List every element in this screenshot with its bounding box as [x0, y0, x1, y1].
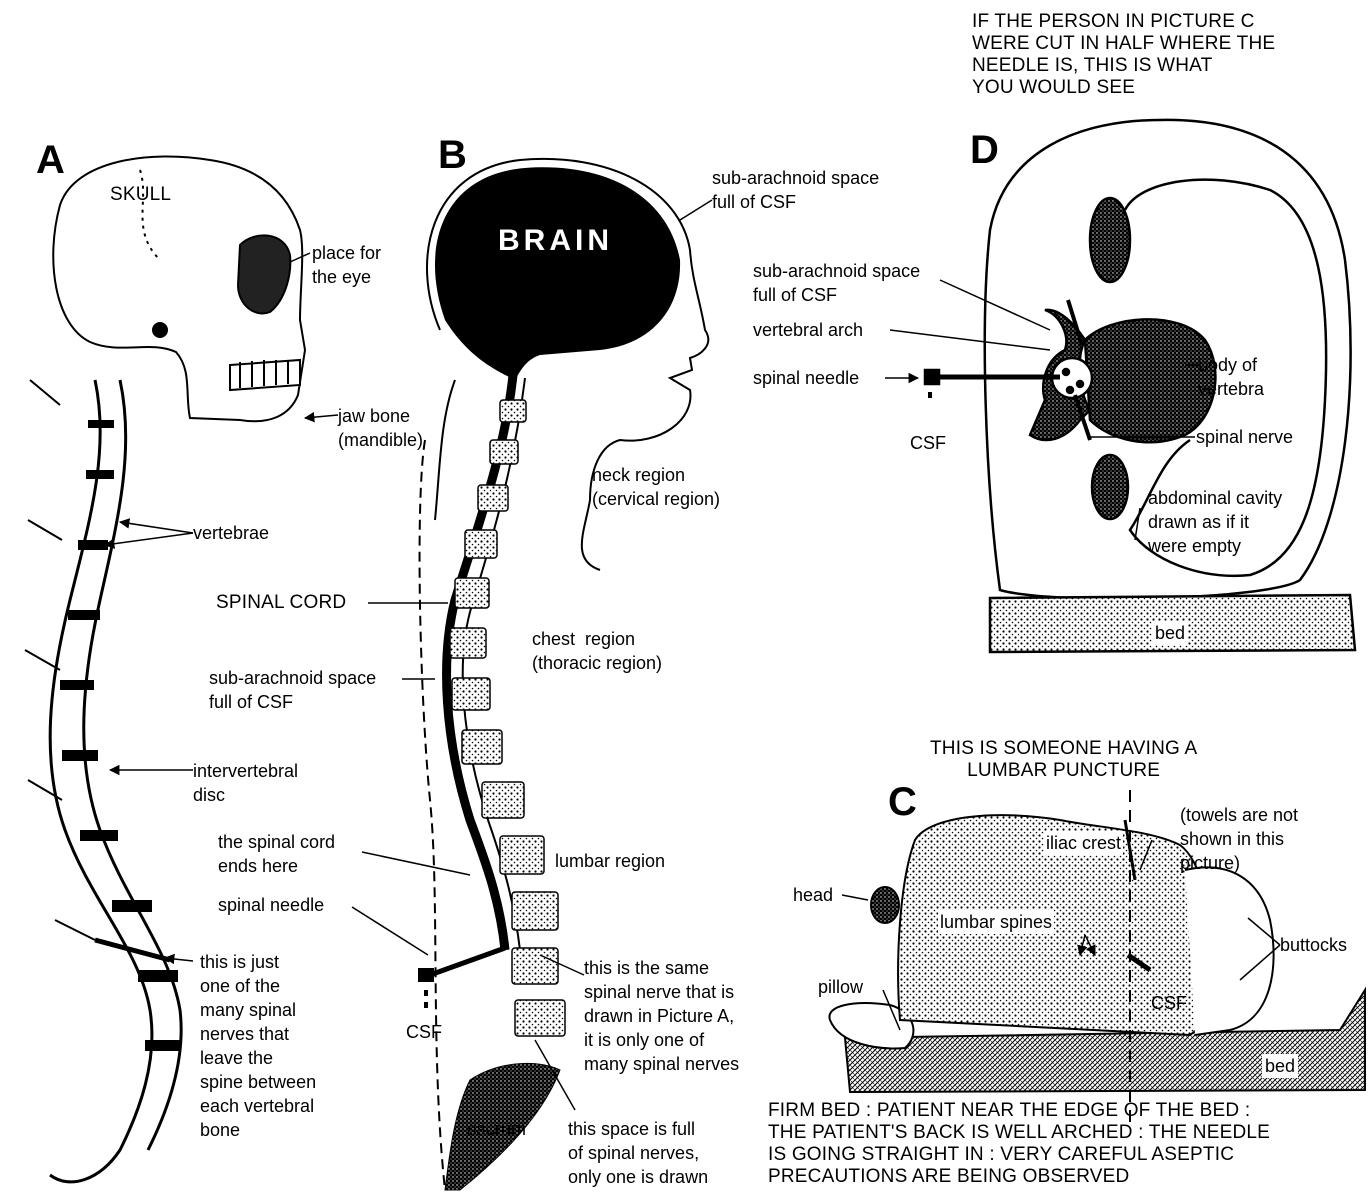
- kidney-lower: [1092, 455, 1128, 519]
- head-c: [871, 887, 899, 923]
- sacrum-label: sacrum: [467, 1117, 526, 1141]
- iliac-label: iliac crest: [1044, 831, 1123, 855]
- csf-label-d: CSF: [910, 431, 946, 455]
- chest-label: chest region (thoracic region): [532, 627, 662, 675]
- spines-label: lumbar spines: [938, 910, 1054, 934]
- panel-d-cross-section: [925, 120, 1355, 652]
- needle-label-d: spinal needle: [753, 366, 859, 390]
- disc-label: intervertebral disc: [193, 759, 298, 807]
- bed-label-d: bed: [1152, 621, 1188, 645]
- body-label: body of vertebra: [1198, 353, 1264, 401]
- pillow-label: pillow: [818, 975, 863, 999]
- arch-label: vertebral arch: [753, 318, 863, 342]
- skull-label: SKULL: [110, 184, 171, 206]
- cord-ends-label: the spinal cord ends here: [218, 830, 335, 878]
- cavity-label: abdominal cavity drawn as if it were emp…: [1148, 486, 1282, 558]
- panel-letter-d: D: [970, 130, 999, 170]
- same-nerve-label: this is the same spinal nerve that is dr…: [584, 956, 739, 1076]
- buttocks-outline: [1185, 867, 1274, 1035]
- panel-d-caption: IF THE PERSON IN PICTURE C WERE CUT IN H…: [972, 11, 1275, 99]
- panel-letter-b: B: [438, 135, 467, 175]
- brain-mass: [435, 167, 680, 380]
- panel-a-skeleton: [53, 156, 305, 421]
- nerve-note-label: this is just one of the many spinal nerv…: [200, 950, 316, 1142]
- spinal-cord-label: SPINAL CORD: [216, 592, 346, 614]
- nerve-label-d: spinal nerve: [1196, 425, 1293, 449]
- kidney-upper: [1090, 198, 1130, 282]
- csf-label-b: CSF: [406, 1020, 442, 1044]
- vertebrae-label: vertebrae: [193, 521, 269, 545]
- brain-label: BRAIN: [498, 224, 613, 258]
- panel-letter-a: A: [36, 140, 65, 180]
- neck-label: neck region (cervical region): [592, 463, 720, 511]
- bed-label-c: bed: [1262, 1054, 1298, 1078]
- csf-label-c: CSF: [1151, 991, 1187, 1015]
- panel-c-title: THIS IS SOMEONE HAVING A LUMBAR PUNCTURE: [930, 738, 1197, 782]
- space-note-label: this space is full of spinal nerves, onl…: [568, 1117, 708, 1189]
- subarachnoid-label-a: sub-arachnoid space full of CSF: [209, 666, 376, 714]
- panel-letter-c: C: [888, 782, 917, 822]
- eye-socket: [238, 235, 290, 313]
- subarachnoid-label-d: sub-arachnoid space full of CSF: [753, 259, 920, 307]
- subarachnoid-label-b: sub-arachnoid space full of CSF: [712, 166, 879, 214]
- eye-label: place for the eye: [312, 241, 381, 289]
- towels-label: (towels are not shown in this picture): [1180, 803, 1298, 875]
- buttocks-label: buttocks: [1280, 933, 1347, 957]
- vertebral-body: [1085, 319, 1215, 442]
- panel-c-caption: FIRM BED : PATIENT NEAR THE EDGE OF THE …: [768, 1100, 1270, 1188]
- vertebral-column-a: [25, 380, 181, 1182]
- head-label: head: [793, 883, 833, 907]
- jaw-label: jaw bone (mandible): [338, 404, 423, 452]
- needle-label-a: spinal needle: [218, 893, 324, 917]
- lumbar-label: lumbar region: [555, 849, 665, 873]
